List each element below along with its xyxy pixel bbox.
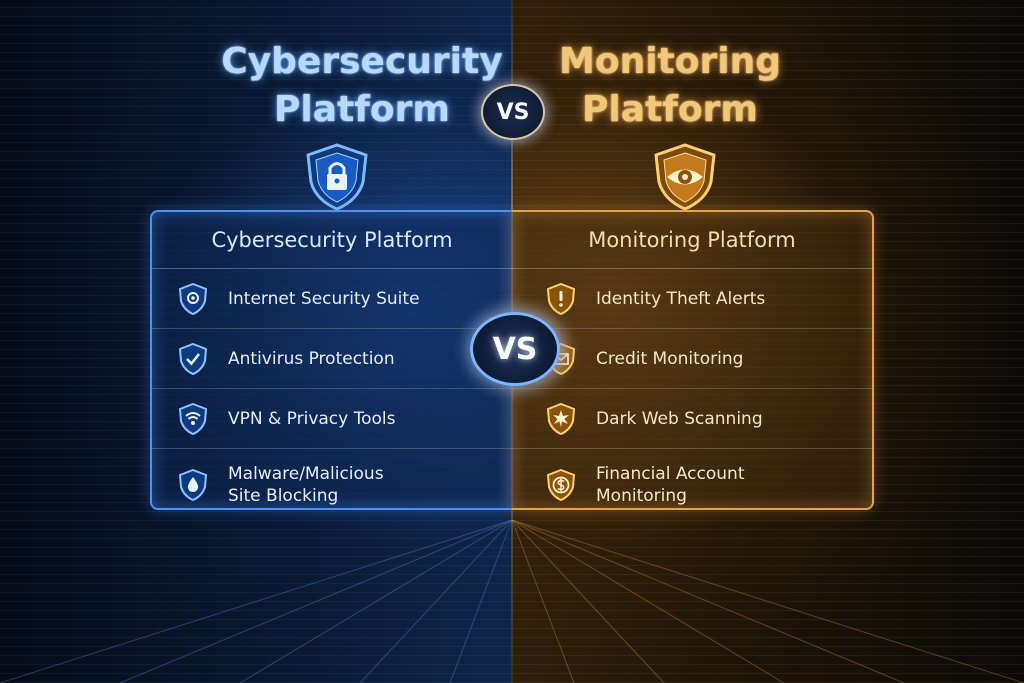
monitoring-panel: Monitoring Platform Identity Theft Alert… <box>512 210 874 510</box>
left-title-line1: Cybersecurity <box>221 41 503 82</box>
list-item: Financial Account Monitoring <box>512 449 872 521</box>
right-title-line2: Platform <box>582 89 758 130</box>
list-item-label: Malware/Malicious Site Blocking <box>228 464 384 506</box>
list-item: Dark Web Scanning <box>512 389 872 449</box>
list-item: Internet Security Suite <box>152 269 512 329</box>
cybersecurity-panel-title: Cybersecurity Platform <box>152 212 512 269</box>
burst-shield-icon <box>546 402 576 435</box>
right-title: Monitoring Platform <box>500 38 840 134</box>
list-item-label: Credit Monitoring <box>596 348 744 369</box>
perspective-floor <box>0 520 1024 683</box>
check-shield-icon <box>178 342 208 375</box>
left-title-line2: Platform <box>274 89 450 130</box>
right-title-line1: Monitoring <box>559 41 781 82</box>
list-item: VPN & Privacy Tools <box>152 389 512 449</box>
dollar-shield-icon <box>546 469 576 501</box>
vs-badge-top: VS <box>481 84 545 140</box>
lock-shield-icon <box>306 143 368 211</box>
list-item-label: Internet Security Suite <box>228 288 420 309</box>
list-item-label: VPN & Privacy Tools <box>228 408 396 429</box>
list-item: Malware/Malicious Site Blocking <box>152 449 512 521</box>
list-item-label: Financial Account Monitoring <box>596 464 745 506</box>
cybersecurity-panel: Cybersecurity Platform Internet Security… <box>150 210 512 510</box>
list-item: Antivirus Protection <box>152 329 512 389</box>
list-item: Credit Monitoring <box>512 329 872 389</box>
gear-shield-icon <box>178 282 208 315</box>
vs-badge-center: VS <box>470 312 560 386</box>
list-item-label: Identity Theft Alerts <box>596 288 766 309</box>
left-title: Cybersecurity Platform <box>192 38 532 134</box>
eye-shield-icon <box>654 143 716 211</box>
list-item: Identity Theft Alerts <box>512 269 872 329</box>
alert-shield-icon <box>546 282 576 315</box>
monitoring-panel-title: Monitoring Platform <box>512 212 872 269</box>
drop-shield-icon <box>178 469 208 501</box>
list-item-label: Antivirus Protection <box>228 348 395 369</box>
list-item-label: Dark Web Scanning <box>596 408 763 429</box>
wifi-shield-icon <box>178 402 208 435</box>
